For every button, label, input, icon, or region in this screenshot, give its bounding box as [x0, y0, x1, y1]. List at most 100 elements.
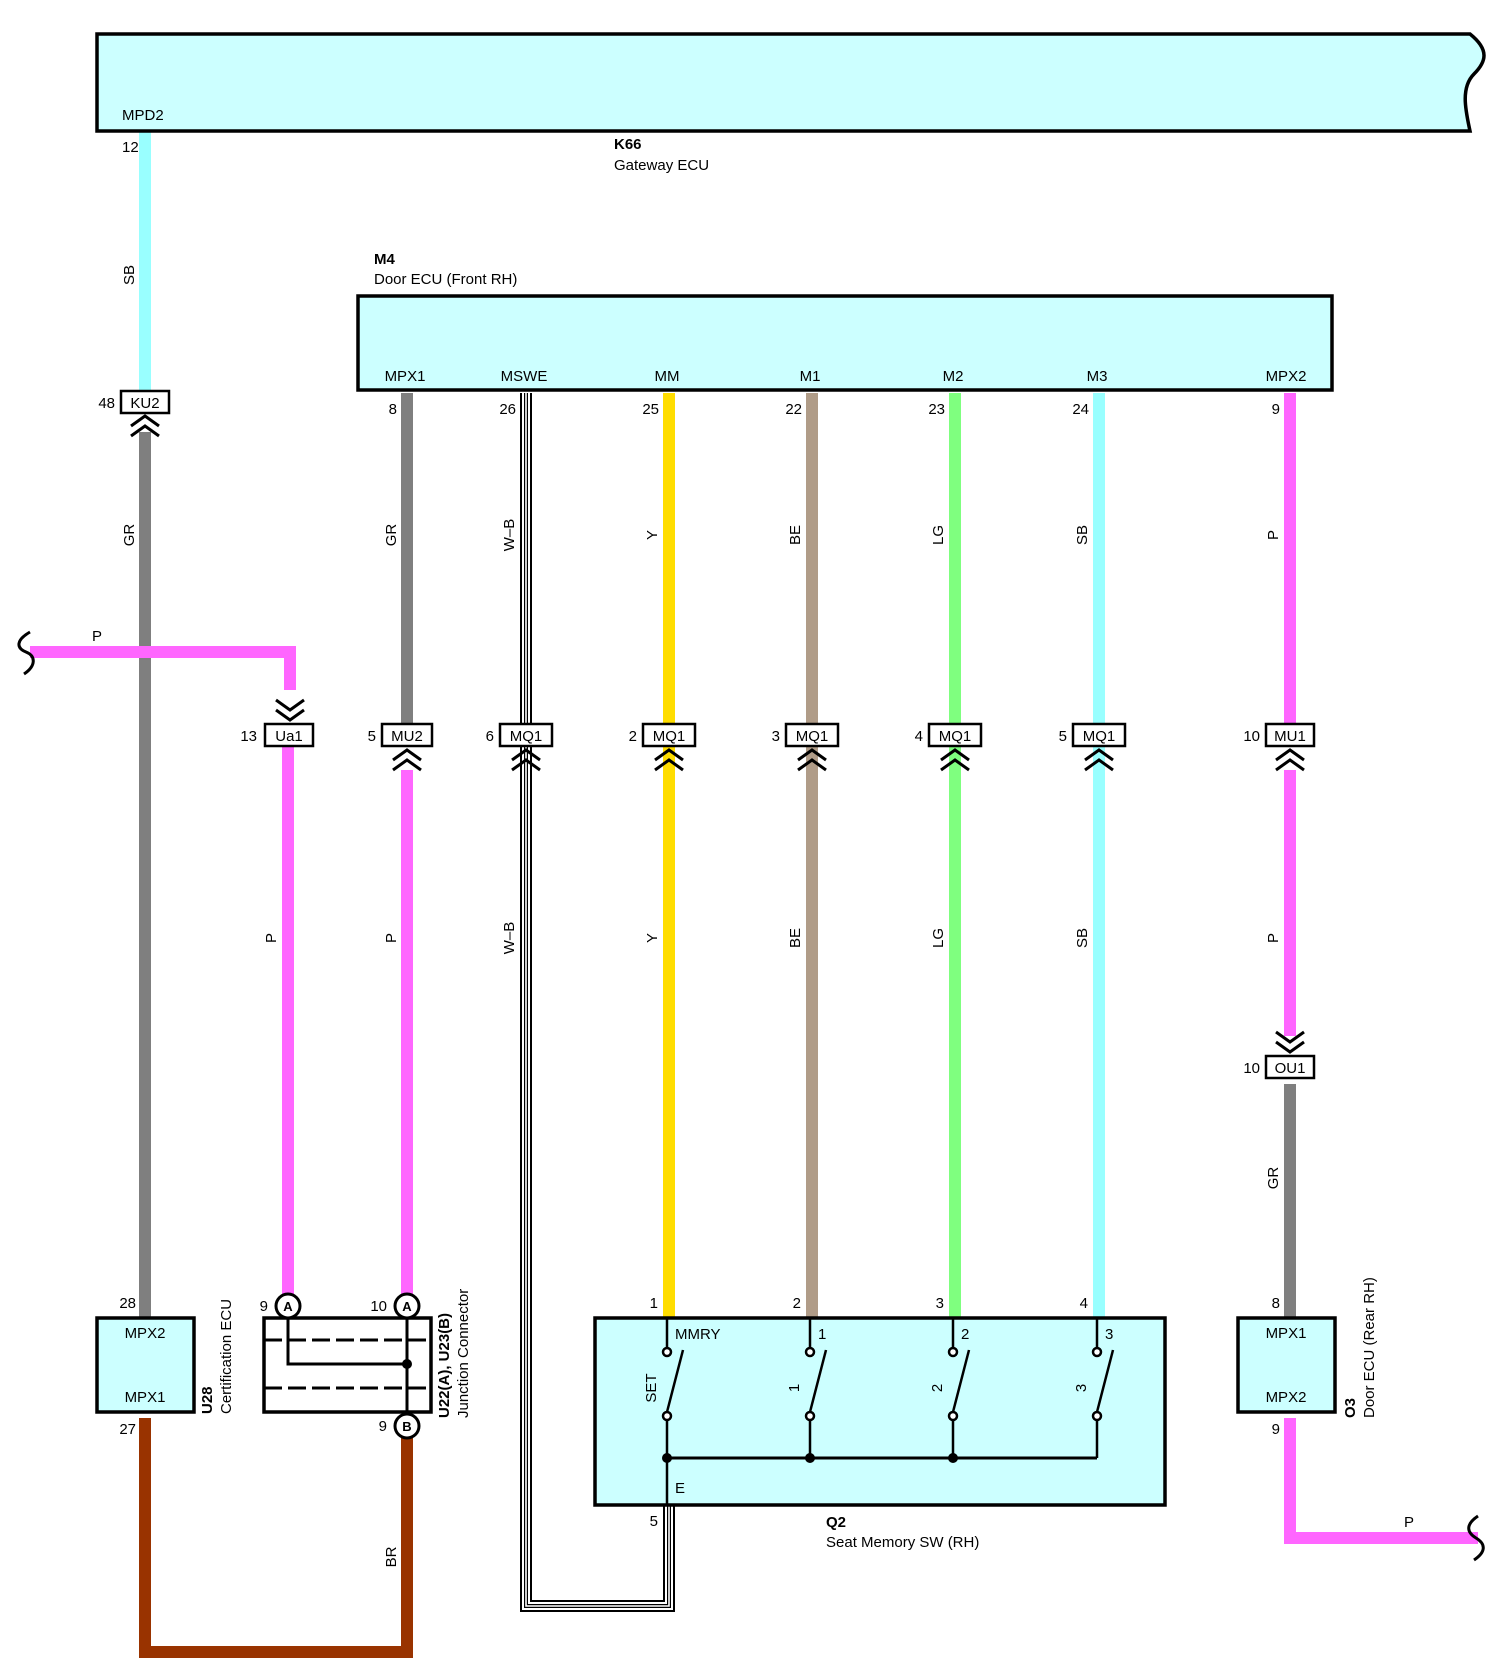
pin-label-m3: M3	[1087, 368, 1108, 385]
pin-number: 9	[1272, 1421, 1280, 1438]
pin-label-mm: MM	[655, 368, 680, 385]
wire-label: W–B	[501, 519, 518, 552]
pin-number: 2	[793, 1295, 801, 1312]
pin-number: 9	[260, 1298, 268, 1315]
pin-number: 8	[1272, 1295, 1280, 1312]
component-name-o3: Door ECU (Rear RH)	[1361, 1277, 1378, 1418]
component-code-o3: O3	[1342, 1398, 1359, 1418]
wire-p-out	[1284, 1418, 1478, 1544]
pin-label-mpd2: MPD2	[122, 107, 164, 124]
component-o3: 8 MPX1 MPX2 9 O3 Door ECU (Rear RH)	[1236, 1277, 1378, 1438]
switch-mmry	[661, 1318, 685, 1505]
connector-name: MU2	[391, 728, 423, 745]
wire-label: BR	[383, 1546, 400, 1567]
wire-label: BE	[787, 928, 804, 948]
pin-label-mpx2: MPX2	[1266, 1389, 1307, 1406]
m4-pin-numbers: 8 26 25 22 23 24 9	[389, 401, 1280, 418]
pin-number: 25	[642, 401, 659, 418]
pin-label-mpx2: MPX2	[125, 1325, 166, 1342]
connector-ou1: OU1 10	[1243, 1030, 1316, 1080]
pin-number: 10	[370, 1298, 387, 1315]
pin-number: 22	[785, 401, 802, 418]
wire-label: GR	[121, 524, 138, 547]
pin-label-mpx1: MPX1	[125, 1389, 166, 1406]
break-mark-right	[1467, 1514, 1485, 1562]
connector-mu2: MU2 5	[368, 722, 434, 772]
wire-label: P	[1265, 933, 1282, 943]
component-junction-connector: A A B 9 10 9 U22(A), U23(B) Junction Con…	[260, 1289, 472, 1440]
switch-top-label: 3	[1105, 1326, 1113, 1343]
component-code-m4: M4	[374, 251, 395, 268]
connector-name: OU1	[1275, 1060, 1306, 1077]
connector-pin: 13	[240, 728, 257, 745]
wire-label: Y	[644, 933, 661, 943]
pin-number: 8	[389, 401, 397, 418]
connector-mq1-5: MQ1 5	[1059, 722, 1127, 772]
wire-label: P	[92, 628, 102, 645]
connector-name: KU2	[130, 395, 159, 412]
component-code-q2: Q2	[826, 1514, 846, 1531]
component-q2: 1 2 3 4	[593, 1295, 1167, 1551]
pin-label-mpx1: MPX1	[1266, 1325, 1307, 1342]
connector-mu1: MU1 10	[1243, 722, 1316, 772]
connector-name: MQ1	[510, 728, 543, 745]
connector-ua1: Ua1 13	[240, 698, 315, 748]
pin-label-m1: M1	[800, 368, 821, 385]
wire-label: GR	[383, 524, 400, 547]
component-name-junction: Junction Connector	[455, 1289, 472, 1418]
wire-label: P	[1265, 530, 1282, 540]
component-code-u22-u23: U22(A), U23(B)	[436, 1313, 453, 1418]
connector-name: MQ1	[1083, 728, 1116, 745]
wire-label: P	[383, 933, 400, 943]
connector-pin: 5	[1059, 728, 1067, 745]
wire-labels: SB GR P P GR P W–B W–B Y Y BE BE LG LG S…	[92, 265, 1414, 1567]
wire-label: GR	[1265, 1167, 1282, 1190]
component-name-u28: Certification ECU	[218, 1299, 235, 1414]
wire-label: SB	[121, 265, 138, 285]
switch-1	[804, 1318, 828, 1458]
pin-label-mpx2: MPX2	[1266, 368, 1307, 385]
component-name-m4: Door ECU (Front RH)	[374, 271, 517, 288]
switch-top-label: MMRY	[675, 1326, 721, 1343]
connector-pin: 2	[629, 728, 637, 745]
connector-pin: 10	[1243, 728, 1260, 745]
connector-pin: 6	[486, 728, 494, 745]
pin-number: 9	[379, 1418, 387, 1435]
component-m4: M4 Door ECU (Front RH) MPX1 MSWE MM M1 M…	[356, 251, 1334, 418]
connector-pin: 4	[915, 728, 923, 745]
wire-label: Y	[644, 530, 661, 540]
m4-pin-labels: MPX1 MSWE MM M1 M2 M3 MPX2	[385, 368, 1307, 385]
component-u28: 28 MPX2 MPX1 27 U28 Certification ECU	[95, 1295, 235, 1438]
component-code-k66: K66	[614, 136, 642, 153]
switch-3	[1091, 1318, 1115, 1458]
pin-label-m2: M2	[943, 368, 964, 385]
pin-number: 3	[936, 1295, 944, 1312]
connector-pin: 48	[98, 395, 115, 412]
connector-mq1-3: MQ1 3	[772, 722, 840, 772]
connector-name: MQ1	[653, 728, 686, 745]
junction-tag-a: A	[402, 1299, 412, 1314]
pin-label-mswe: MSWE	[501, 368, 548, 385]
pin-number: 1	[650, 1295, 658, 1312]
wire-label: P	[1404, 1514, 1414, 1531]
switch-side-label: 2	[929, 1384, 946, 1392]
pin-number: 27	[119, 1421, 136, 1438]
wire-p-branch	[30, 646, 296, 690]
wire-label: LG	[930, 928, 947, 948]
wire-label: SB	[1074, 928, 1091, 948]
junction-tag-a: A	[283, 1299, 293, 1314]
connector-ku2: KU2 48	[98, 389, 171, 438]
connector-name: MQ1	[939, 728, 972, 745]
component-name-q2: Seat Memory SW (RH)	[826, 1534, 979, 1551]
switch-side-label: 1	[786, 1384, 803, 1392]
pin-label-mpx1: MPX1	[385, 368, 426, 385]
pin-number: 5	[650, 1513, 658, 1530]
connector-pin: 10	[1243, 1060, 1260, 1077]
pin-number: 26	[499, 401, 516, 418]
break-mark-left	[17, 630, 35, 676]
component-name-k66: Gateway ECU	[614, 157, 709, 174]
ground-label-e: E	[675, 1480, 685, 1497]
connector-pin: 5	[368, 728, 376, 745]
connector-mq1-2: MQ1 2	[629, 722, 697, 772]
